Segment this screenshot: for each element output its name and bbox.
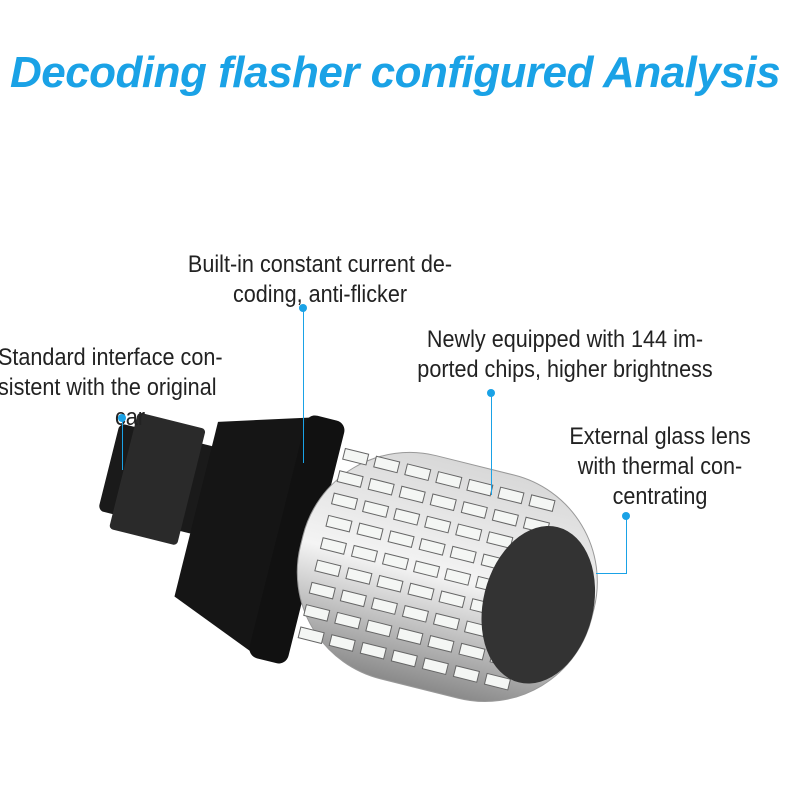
annotation-interface: Standard interface con- sistent with the… <box>0 343 268 433</box>
led-chip <box>452 665 480 683</box>
callout-line <box>596 573 627 574</box>
led-chip <box>407 582 435 601</box>
annotation-line: ported chips, higher brightness <box>417 356 713 383</box>
led-chip <box>444 568 472 586</box>
led-chip <box>432 612 461 631</box>
annotation-lens: External glass lens with thermal con- ce… <box>552 422 768 512</box>
led-chip <box>336 470 364 488</box>
led-chip <box>486 531 514 549</box>
end-cap-leds <box>481 526 596 684</box>
led-chip <box>401 604 430 623</box>
annotation-line: coding, anti-flicker <box>232 281 408 308</box>
callout-line <box>626 516 627 573</box>
page-title: Decoding flasher configured Analysis <box>9 48 781 97</box>
led-chip <box>460 501 488 519</box>
led-chip <box>376 574 404 593</box>
led-chip <box>328 634 356 652</box>
led-chip <box>497 486 525 505</box>
led-chip <box>334 611 362 630</box>
led-chip <box>319 537 347 555</box>
led-chip <box>418 538 446 556</box>
annotation-line: Standard interface con- <box>0 344 223 371</box>
led-chip <box>359 641 387 660</box>
led-chip <box>325 514 353 533</box>
led-chip <box>483 672 512 691</box>
led-chip <box>435 471 463 489</box>
led-chip <box>308 581 336 600</box>
annotation-line: Newly equipped with 144 im- <box>426 326 704 353</box>
led-chip <box>412 560 441 579</box>
led-chip <box>345 567 373 585</box>
led-chip <box>381 552 410 571</box>
led-chip <box>491 508 519 527</box>
led-chip <box>398 485 426 504</box>
led-chip <box>297 626 325 645</box>
led-chip <box>330 492 359 511</box>
led-chip <box>528 494 556 513</box>
led-chip <box>362 500 390 518</box>
led-chip <box>396 627 424 645</box>
annotation-line: Built-in constant current de- <box>187 251 453 278</box>
led-chip <box>365 619 393 638</box>
led-chip <box>342 447 370 466</box>
led-chip <box>350 544 379 563</box>
led-chip <box>373 455 401 474</box>
callout-line <box>491 393 492 495</box>
led-chip <box>424 515 452 534</box>
led-chip <box>367 477 395 496</box>
led-chip <box>455 523 483 542</box>
led-chip <box>427 635 455 653</box>
led-chip <box>393 507 421 526</box>
annotation-chips: Newly equipped with 144 im- ported chips… <box>399 325 732 385</box>
led-chip <box>356 522 384 541</box>
annotation-line: External glass lens <box>569 423 751 450</box>
socket-collar <box>174 416 323 660</box>
annotation-line: centrating <box>612 483 708 510</box>
callout-line <box>122 418 123 470</box>
led-chip <box>458 642 486 661</box>
led-chip <box>421 657 449 676</box>
annotation-line: sistent with the original <box>0 374 217 401</box>
led-chip <box>429 493 457 512</box>
led-chip <box>387 530 415 548</box>
led-chip <box>390 649 418 668</box>
annotation-decoding: Built-in constant current de- coding, an… <box>167 250 473 310</box>
led-chip <box>404 463 432 482</box>
led-chip <box>339 589 367 608</box>
led-chip <box>438 590 466 609</box>
annotation-line: car <box>115 404 146 431</box>
led-chip <box>314 559 342 578</box>
led-chip <box>449 545 477 564</box>
callout-line <box>303 308 304 463</box>
led-chip <box>370 597 398 615</box>
annotation-line: with thermal con- <box>577 453 743 480</box>
led-chip <box>303 604 331 622</box>
